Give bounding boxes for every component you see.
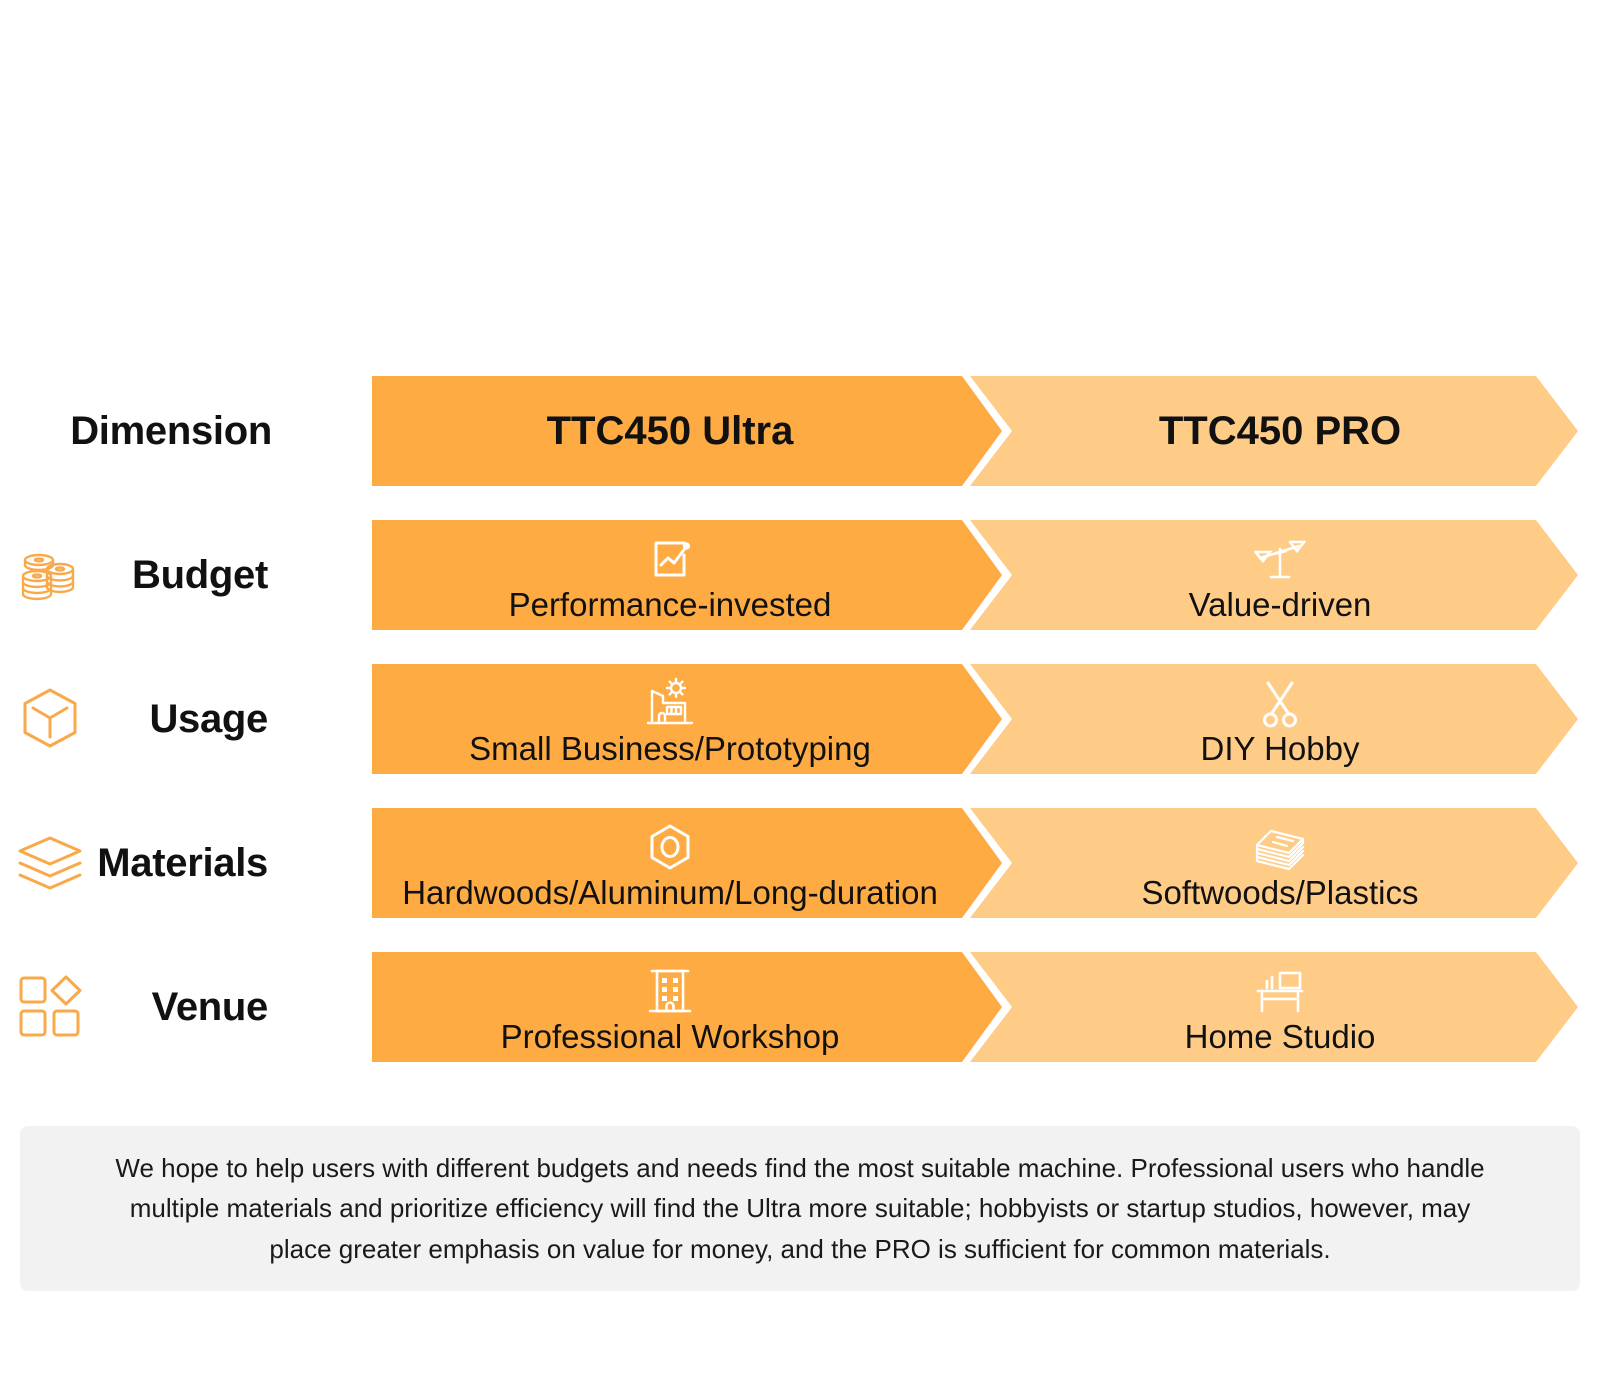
row-label-budget: Budget	[132, 553, 268, 597]
header-label-zone: Dimension	[0, 376, 372, 486]
row-label-venue: Venue	[151, 985, 269, 1029]
summary-note: We hope to help users with different bud…	[20, 1126, 1580, 1291]
cube-box-icon	[14, 683, 86, 755]
cell-materials-pro[interactable]: Softwoods/Plastics	[970, 808, 1578, 918]
page-title: Dimension	[70, 409, 272, 453]
cell-venue-pro[interactable]: Home Studio	[970, 952, 1578, 1062]
coin-stacks-icon	[14, 539, 86, 611]
cell-usage-pro[interactable]: DIY Hobby	[970, 664, 1578, 774]
cell-text-venue-ultra: Professional Workshop	[500, 1017, 840, 1055]
summary-note-text: We hope to help users with different bud…	[115, 1153, 1485, 1264]
row-usage: Usage Small Business/	[0, 664, 1600, 774]
row-materials: Materials Hardwoods/Aluminum/Long-durati…	[0, 808, 1600, 918]
row-label-materials: Materials	[97, 841, 268, 885]
factory-gear-icon	[643, 671, 697, 729]
cell-text-usage-ultra: Small Business/Prototyping	[469, 729, 871, 767]
shapes-grid-icon	[14, 971, 86, 1043]
cell-materials-ultra[interactable]: Hardwoods/Aluminum/Long-duration	[372, 808, 1002, 918]
column-title-pro: TTC450 PRO	[1158, 409, 1402, 453]
cell-venue-ultra[interactable]: Professional Workshop	[372, 952, 1002, 1062]
cell-budget-pro[interactable]: Value-driven	[970, 520, 1578, 630]
hex-nut-icon	[644, 815, 696, 873]
header-column-pro[interactable]: TTC450 PRO	[970, 376, 1578, 486]
cell-text-budget-pro: Value-driven	[1188, 585, 1372, 623]
cell-usage-ultra[interactable]: Small Business/Prototyping	[372, 664, 1002, 774]
row-budget: Budget Performance-invested	[0, 520, 1600, 630]
building-icon	[646, 959, 694, 1017]
board-stack-icon	[1253, 815, 1307, 873]
balance-scale-icon	[1254, 527, 1306, 585]
cell-text-materials-pro: Softwoods/Plastics	[1141, 873, 1419, 911]
row-label-zone-venue: Venue	[0, 952, 372, 1062]
header-row: Dimension TTC450 Ultra TTC450 PRO	[0, 376, 1600, 486]
cell-text-budget-ultra: Performance-invested	[508, 585, 832, 623]
column-title-ultra: TTC450 Ultra	[546, 409, 794, 453]
desk-monitor-icon	[1253, 959, 1307, 1017]
row-label-usage: Usage	[149, 697, 268, 741]
row-label-zone-budget: Budget	[0, 520, 372, 630]
header-column-ultra[interactable]: TTC450 Ultra	[372, 376, 1002, 486]
row-label-zone-materials: Materials	[0, 808, 372, 918]
row-label-zone-usage: Usage	[0, 664, 372, 774]
scissors-icon	[1256, 671, 1304, 729]
comparison-grid: Dimension TTC450 Ultra TTC450 PRO	[0, 376, 1600, 1096]
cell-text-venue-pro: Home Studio	[1184, 1017, 1376, 1055]
row-venue: Venue Pr	[0, 952, 1600, 1062]
cell-text-materials-ultra: Hardwoods/Aluminum/Long-duration	[402, 873, 938, 911]
layers-icon	[14, 827, 86, 899]
cell-text-usage-pro: DIY Hobby	[1200, 729, 1360, 767]
cell-budget-ultra[interactable]: Performance-invested	[372, 520, 1002, 630]
chart-clipboard-icon	[644, 527, 696, 585]
